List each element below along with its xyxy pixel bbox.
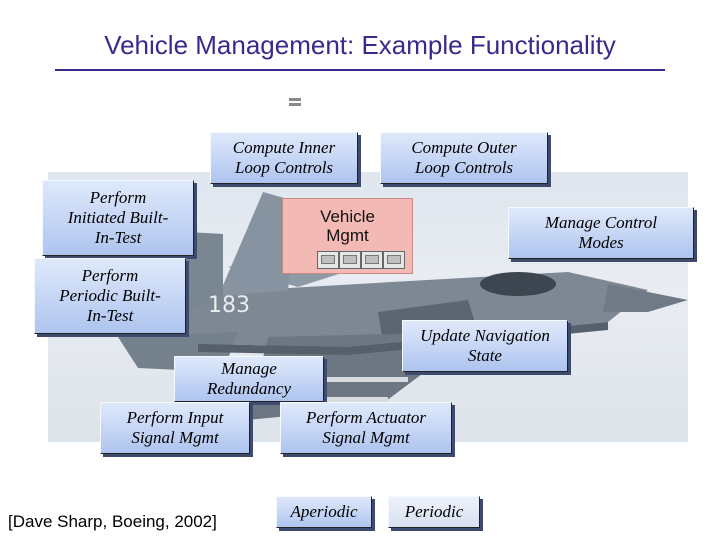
processor-unit-icon — [361, 251, 383, 269]
vehicle-mgmt-core: Vehicle Mgmt — [282, 198, 413, 274]
title-underline — [55, 69, 665, 71]
compute-outer-loop-controls-box: Compute Outer Loop Controls — [380, 132, 548, 184]
logo-mark-icon — [289, 98, 301, 108]
perform-initiated-bit-box: Perform Initiated Built- In-Test — [42, 180, 194, 256]
perform-input-signal-mgmt-box: Perform Input Signal Mgmt — [100, 402, 250, 454]
manage-redundancy-box: Manage Redundancy — [174, 356, 324, 402]
update-navigation-state-box: Update Navigation State — [402, 320, 568, 372]
processor-unit-icon — [317, 251, 339, 269]
perform-periodic-bit-box: Perform Periodic Built- In-Test — [34, 258, 186, 334]
processor-unit-icon — [383, 251, 405, 269]
tail-number-text: 183 — [208, 293, 250, 318]
processor-unit-icon — [339, 251, 361, 269]
manage-control-modes-box: Manage Control Modes — [508, 207, 694, 259]
compute-inner-loop-controls-box: Compute Inner Loop Controls — [210, 132, 358, 184]
slide-title: Vehicle Management: Example Functionalit… — [104, 30, 616, 60]
legend-aperiodic: Aperiodic — [276, 496, 372, 528]
perform-actuator-signal-mgmt-box: Perform Actuator Signal Mgmt — [280, 402, 452, 454]
vehicle-mgmt-label: Vehicle Mgmt — [320, 207, 375, 245]
citation-text: [Dave Sharp, Boeing, 2002] — [8, 512, 217, 531]
legend-periodic: Periodic — [388, 496, 480, 528]
